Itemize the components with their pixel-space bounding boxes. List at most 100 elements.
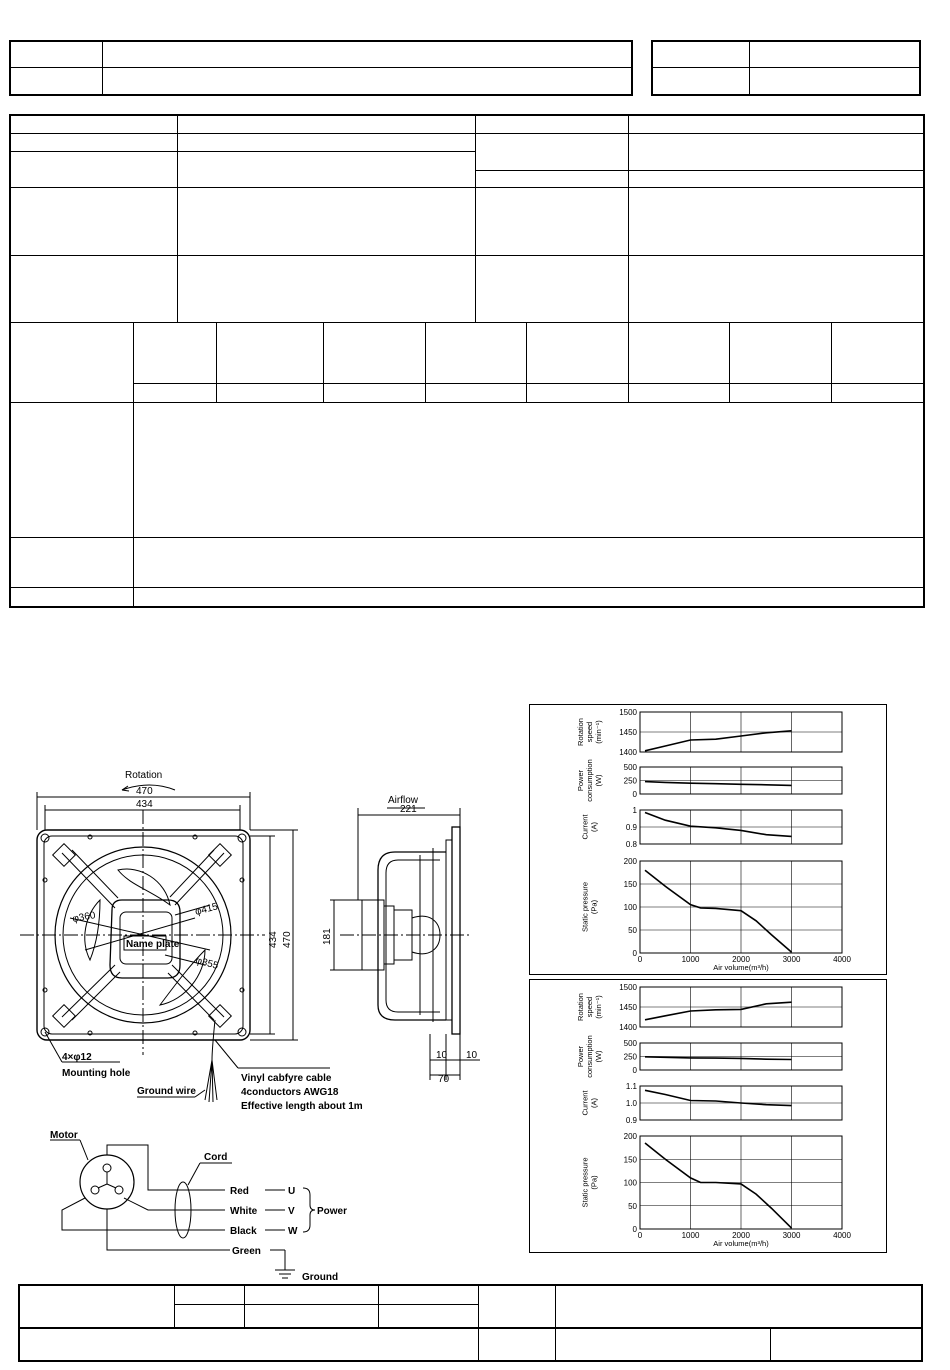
spec-row-line <box>9 587 925 588</box>
chart-frame-1 <box>529 704 887 975</box>
fan-drawing: Rotation Airflow 470 434 434 470 φ360 φ4… <box>20 770 480 1112</box>
y-axis-label: (W) <box>594 1050 603 1063</box>
title-block-col <box>478 1284 479 1362</box>
spec-row-line <box>9 133 925 134</box>
green-label: Green <box>232 1246 261 1257</box>
title-block-col <box>378 1284 379 1327</box>
x-tick-label: 4000 <box>833 1231 851 1240</box>
y-tick-label: 1.0 <box>626 1099 638 1108</box>
y-axis-label: Power <box>576 1045 585 1067</box>
dim-470-side: 470 <box>282 931 293 948</box>
header-title-divider <box>9 67 633 68</box>
ground-wire-label: Ground wire <box>137 1086 196 1097</box>
cord-label: Cord <box>204 1152 227 1163</box>
spec-col-line <box>628 114 629 322</box>
y-tick-label: 1 <box>633 806 638 815</box>
x-tick-label: 1000 <box>682 955 700 964</box>
spec-col-line <box>628 322 629 402</box>
ground-label: Ground <box>302 1272 338 1283</box>
y-axis-label: (A) <box>590 822 599 833</box>
y-tick-label: 0.8 <box>626 840 638 849</box>
dim-434-side: 434 <box>268 931 279 948</box>
x-axis-label: Air volume(m³/h) <box>713 1239 769 1248</box>
spec-row-line <box>475 170 925 171</box>
spec-col-line <box>177 114 178 322</box>
series-line <box>644 780 792 787</box>
spec-row-line <box>9 322 925 323</box>
series-line <box>644 1089 792 1107</box>
y-axis-label: (min⁻¹) <box>594 720 603 744</box>
y-axis-label: (Pa) <box>590 1175 599 1190</box>
spec-col-line <box>729 322 730 402</box>
dim-70-label: 70 <box>438 1074 450 1085</box>
dim-181-label: 181 <box>322 928 333 945</box>
spec-table <box>9 114 925 608</box>
power-label: Power <box>317 1206 347 1217</box>
u-label: U <box>288 1186 295 1197</box>
spec-col-line <box>831 322 832 402</box>
airflow-label: Airflow <box>388 795 419 806</box>
motor-label: Motor <box>50 1130 78 1141</box>
spec-row-line <box>9 537 925 538</box>
phi360-label: φ360 <box>72 910 97 925</box>
y-tick-label: 500 <box>624 1039 638 1048</box>
series-line <box>644 730 792 752</box>
phi355-label: φ355 <box>194 955 220 972</box>
dim-221-label: 221 <box>400 804 417 815</box>
y-tick-label: 0 <box>633 1225 638 1234</box>
red-label: Red <box>230 1186 249 1197</box>
y-tick-label: 1450 <box>619 728 637 737</box>
dim-10b-label: 10 <box>466 1050 478 1061</box>
spec-col-line <box>526 322 527 402</box>
x-tick-label: 4000 <box>833 955 851 964</box>
rotation-label: Rotation <box>125 770 162 781</box>
title-block-col <box>174 1284 175 1327</box>
title-block-col <box>555 1284 556 1362</box>
header-code-col <box>749 40 750 96</box>
y-tick-label: 1450 <box>619 1003 637 1012</box>
x-tick-label: 0 <box>638 1231 643 1240</box>
v-label: V <box>288 1206 295 1217</box>
y-tick-label: 250 <box>624 777 638 786</box>
dim-470-top: 470 <box>136 786 153 797</box>
x-tick-label: 2000 <box>732 955 750 964</box>
y-axis-label: consumption <box>585 1035 594 1078</box>
spec-row-line <box>9 402 925 403</box>
spec-col-line <box>425 322 426 402</box>
title-block-line <box>174 1304 478 1305</box>
cable-label-2: 4conductors AWG18 <box>241 1087 339 1098</box>
y-tick-label: 50 <box>628 1202 637 1211</box>
header-code-box <box>651 40 921 96</box>
y-tick-label: 1400 <box>619 748 637 757</box>
y-axis-label: Static pressure <box>581 882 590 932</box>
spec-col-line <box>133 322 134 608</box>
y-tick-label: 100 <box>624 1179 638 1188</box>
y-tick-label: 50 <box>628 926 637 935</box>
y-axis-label: speed <box>585 722 594 742</box>
y-axis-label: Power <box>576 769 585 791</box>
header-title-col <box>102 40 103 96</box>
y-tick-label: 150 <box>624 880 638 889</box>
spec-row-line <box>9 151 475 152</box>
cable-label-3: Effective length about 1m <box>241 1101 363 1112</box>
wiring-diagram: Motor Cord Red White Black Green U V W P… <box>50 1130 347 1283</box>
title-block <box>18 1284 923 1362</box>
y-tick-label: 0 <box>633 949 638 958</box>
header-code-divider <box>651 67 921 68</box>
y-tick-label: 200 <box>624 1132 638 1141</box>
mount-qty-label: 4×φ12 <box>62 1052 92 1063</box>
header-title-box <box>9 40 633 96</box>
y-axis-label: Current <box>581 814 590 840</box>
y-tick-label: 0 <box>633 790 638 799</box>
y-tick-label: 0.9 <box>626 823 638 832</box>
y-axis-label: Current <box>581 1090 590 1116</box>
x-tick-label: 3000 <box>783 955 801 964</box>
dim-10a-label: 10 <box>436 1050 448 1061</box>
y-tick-label: 0.9 <box>626 1116 638 1125</box>
black-label: Black <box>230 1226 257 1237</box>
white-label: White <box>230 1206 258 1217</box>
y-axis-label: consumption <box>585 759 594 802</box>
spec-row-line <box>9 187 925 188</box>
y-tick-label: 0 <box>633 1066 638 1075</box>
series-line <box>644 811 792 838</box>
